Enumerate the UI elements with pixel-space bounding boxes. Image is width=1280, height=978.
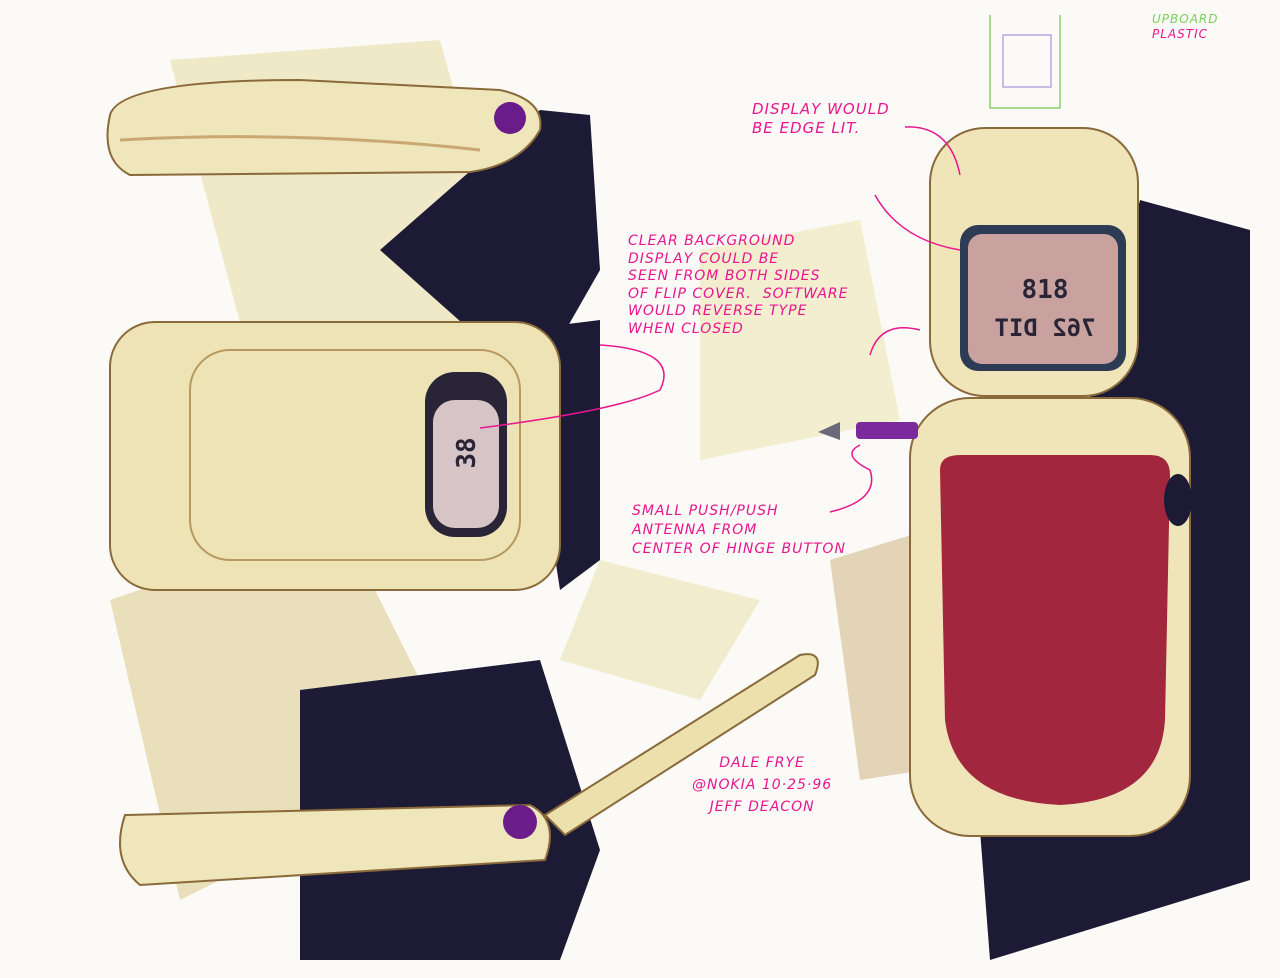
open-view-display-line1: 818	[1021, 275, 1069, 305]
note-clear-background: Clear background display could be seen f…	[628, 233, 849, 337]
hinge-button	[494, 102, 526, 134]
note-display-edge-lit: Display would be edge lit.	[752, 100, 890, 137]
open-phone-side-view	[119, 653, 819, 960]
note-plastic: plastic	[1152, 27, 1208, 41]
closed-phone-front-view	[109, 320, 600, 591]
keypad-area	[940, 455, 1170, 805]
antenna-detail	[818, 422, 918, 440]
closed-phone-side-view	[106, 78, 600, 340]
note-upboard: Upboard	[1152, 12, 1219, 26]
front-view-display-text: 38	[452, 437, 482, 469]
note-antenna: Small push/push antenna from center of h…	[632, 503, 846, 557]
hinge-button-open	[503, 805, 537, 839]
annotation-leader-lines	[479, 126, 961, 513]
green-sketch-outline	[989, 15, 1061, 109]
open-phone-front-view	[909, 127, 1250, 960]
open-view-display-line2: 762 DIT	[994, 314, 1096, 342]
note-plastic-text: plastic	[1152, 27, 1208, 41]
designer-signature: Dale Frye @Nokia 10·25·96 Jeff Deacon	[692, 755, 833, 815]
open-view-display: 818	[975, 275, 1115, 305]
